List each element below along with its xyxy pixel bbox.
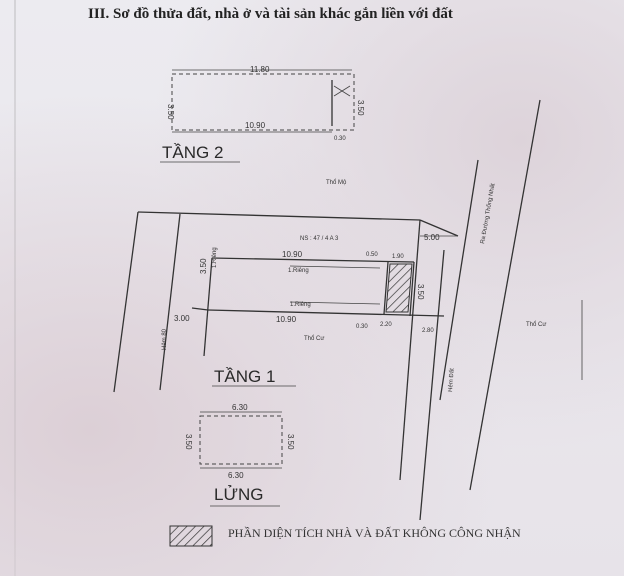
inner-bottom-line (289, 301, 381, 305)
dim-bottom-length: 10.90 (276, 315, 297, 324)
floor2-label: TẦNG 2 (162, 143, 223, 162)
floor2-outline (171, 73, 355, 131)
floor1-label: TẦNG 1 (214, 367, 275, 386)
main-road-edge (469, 99, 541, 491)
neighbor-right-label: Thổ Cư (526, 321, 546, 328)
mezzanine-bottom-length: 6.30 (228, 471, 244, 480)
dirt-alley-right-edge (439, 159, 479, 401)
parcel-top-boundary (137, 211, 421, 221)
floor2-corner-dim: 0.30 (334, 136, 346, 142)
floor2-stair-mark (333, 85, 351, 97)
parcel-code: NS : 47 / 4 A 3 (300, 236, 339, 242)
wall-side-label: 1.Riêng (212, 247, 218, 268)
left-alley-label: Hẻm 80 (162, 328, 168, 350)
dirt-alley-label: Hẻm Đất (448, 368, 456, 392)
floor1-plan: NS : 47 / 4 A 3 10.90 0.50 1.90 5.00 1.R… (113, 99, 583, 521)
house-right-wall (409, 261, 415, 317)
parcel-left-road-edge-2 (159, 213, 181, 391)
wall-bottom-label: 1.Riêng (290, 302, 311, 308)
parcel-right-boundary (399, 219, 421, 481)
legend-text: PHẦN DIỆN TÍCH NHÀ VÀ ĐẤT KHÔNG CÔNG NHẬ… (228, 526, 521, 540)
legend-hatch-swatch (169, 525, 213, 547)
floor2-left-width: 3.50 (166, 104, 175, 120)
dim-350-left: 3.50 (199, 258, 208, 274)
mezzanine-label: LỬNG (214, 485, 263, 504)
dim-280: 2.80 (422, 328, 434, 334)
house-bottom-wall-ext (191, 307, 209, 311)
unrecognized-area-hatch (385, 263, 413, 313)
floor2-top-length: 11.80 (250, 65, 270, 74)
dim-050: 0.50 (366, 252, 378, 258)
dim-030: 0.30 (356, 324, 368, 330)
house-top-wall (211, 257, 415, 263)
dim-500: 5.00 (424, 233, 440, 242)
dirt-alley-left-edge (419, 249, 445, 521)
mezzanine-plan: 6.30 6.30 3.50 3.50 LỬNG (184, 403, 295, 507)
house-inner-wall (383, 261, 389, 315)
floor2-bottom-length: 10.90 (245, 121, 266, 130)
floor2-plan: 11.80 10.90 3.50 3.50 0.30 TẦNG 2 (160, 65, 365, 163)
floor2-right-width: 3.50 (356, 100, 365, 116)
neighbor-top-label: Thổ Mộ (326, 179, 347, 186)
parcel-left-road-edge (113, 211, 139, 393)
dim-top-length: 10.90 (282, 250, 303, 259)
house-left-wall (203, 257, 213, 357)
mezzanine-top-length: 6.30 (232, 403, 248, 412)
dim-300: 3.00 (174, 314, 190, 323)
house-bottom-wall (207, 309, 445, 317)
mezzanine-right-width: 3.50 (286, 434, 295, 450)
inner-top-line (289, 265, 381, 269)
wall-top-label: 1.Riêng (288, 268, 309, 274)
main-road-label: Ra Đường Thống Nhất (480, 183, 497, 245)
neighbor-bottom-label: Thổ Cư (304, 335, 324, 342)
mezzanine-outline (199, 415, 283, 465)
parcel-top-right-boundary (419, 219, 459, 237)
dim-350-right: 3.50 (416, 284, 425, 300)
mezzanine-left-width: 3.50 (184, 434, 193, 450)
section-heading: III. Sơ đồ thửa đất, nhà ở và tài sản kh… (88, 6, 453, 22)
dim-220: 2.20 (380, 322, 392, 328)
paper-fold (14, 0, 16, 576)
dim-190: 1.90 (392, 254, 404, 260)
